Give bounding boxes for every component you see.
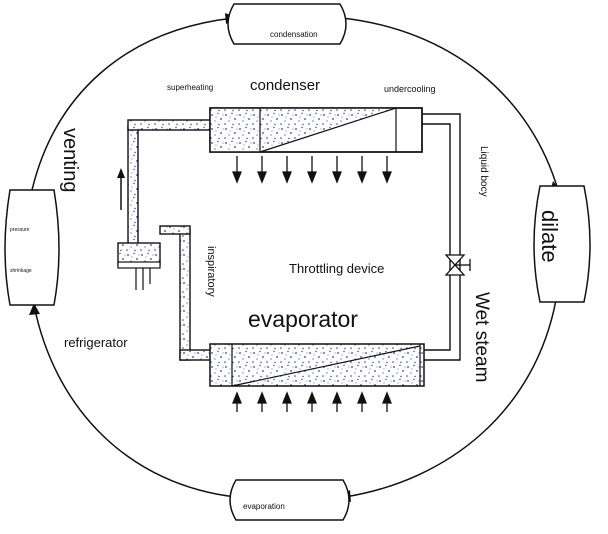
compressor-state-box: pressure shrinkage	[4, 189, 60, 306]
compressor	[117, 242, 161, 290]
superheating-label: superheating	[167, 83, 213, 92]
throttling-device-label: Throttling device	[289, 261, 384, 276]
condenser-superheat-section	[210, 108, 260, 152]
discharge-pipe-horizontal	[127, 119, 213, 131]
condensation-label: condensation	[270, 30, 318, 39]
condenser-unit	[209, 107, 423, 153]
liquid-body-label: Liquid bocy	[478, 146, 489, 197]
discharge-pipe-vertical	[127, 125, 139, 247]
pressure-label: pressure	[10, 227, 30, 233]
condensation-box: condensation	[227, 3, 347, 45]
liquid-line-inner	[422, 123, 451, 351]
undercooling-label: undercooling	[384, 84, 436, 94]
condenser-label: condenser	[250, 77, 320, 94]
arc-bottom-left	[33, 304, 237, 498]
shrinkage-label: shrinkage	[10, 268, 32, 274]
evaporation-label: evaporation	[243, 502, 285, 511]
refrigerator-label: refrigerator	[64, 335, 128, 350]
suction-pipe-vertical	[179, 229, 191, 361]
dilate-label: dilate	[537, 210, 562, 263]
wet-steam-label: Wet steam	[471, 292, 492, 382]
arc-top-right	[341, 17, 559, 191]
outer-cycle	[31, 17, 559, 498]
arrow-to-shrinkage	[29, 303, 40, 315]
suction-pipe-top	[159, 225, 191, 235]
evaporator-unit	[209, 343, 425, 387]
venting-label: venting	[59, 128, 81, 193]
condenser-heat-arrows	[232, 156, 392, 184]
evaporator-heat-arrows	[232, 391, 392, 412]
flow-arrow-discharge	[117, 168, 125, 210]
arc-bottom-right	[344, 299, 557, 498]
suction-pipe-horizontal	[179, 349, 213, 361]
evaporation-box: evaporation	[229, 479, 350, 521]
throttling-valve	[444, 254, 471, 276]
inspiratory-label: inspiratory	[205, 246, 217, 297]
liquid-line-outer	[422, 113, 461, 361]
evaporator-label: evaporator	[248, 306, 358, 332]
arc-top-left	[31, 17, 235, 191]
dilate-box: dilate	[533, 185, 591, 303]
